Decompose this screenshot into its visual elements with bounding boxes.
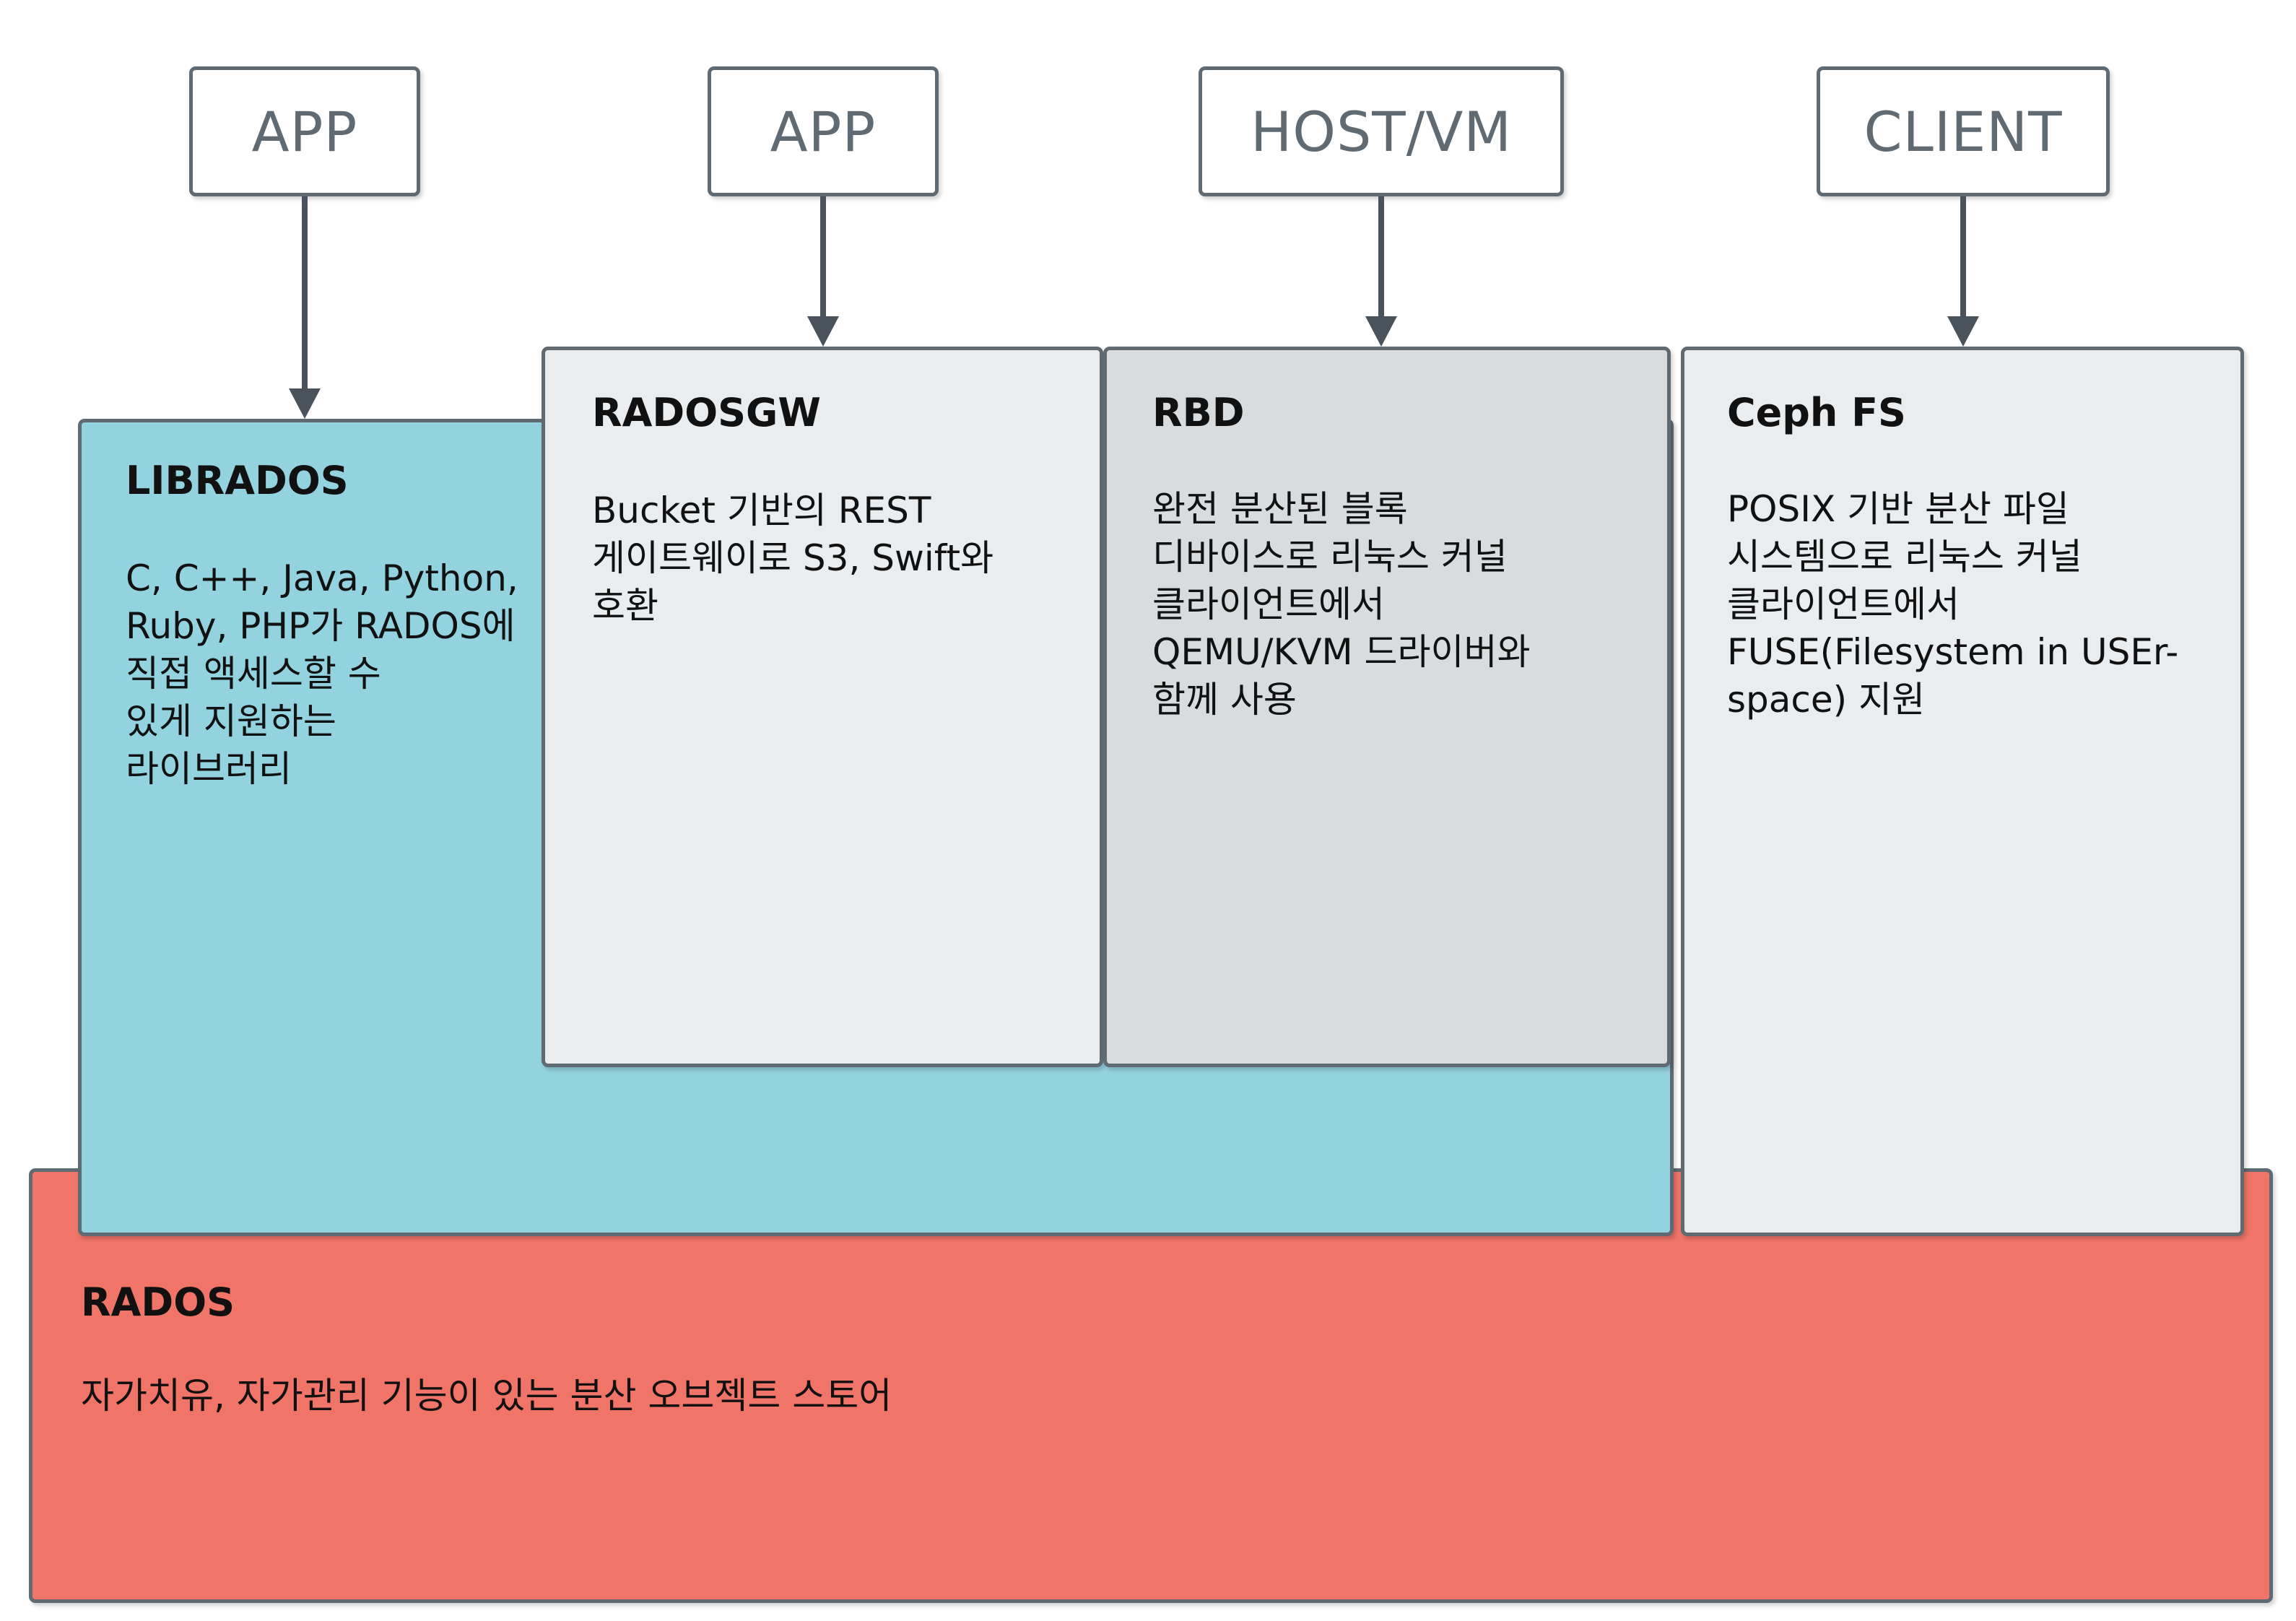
rbd-description: 완전 분산된 블록 디바이스로 리눅스 커널 클라이언트에서 QEMU/KVM … [1152,488,1531,721]
arrow-app-to-librados [302,196,308,391]
arrow-head-librados [289,388,321,419]
client-app-box-1: APP [189,66,420,196]
client-host-vm-box: HOST/VM [1199,66,1564,196]
arrow-head-cephfs [1947,316,1979,347]
rbd-layer [1103,347,1671,1067]
client-app-box-2: APP [708,66,939,196]
rados-layer [29,1168,2273,1603]
client-client-box: CLIENT [1817,66,2110,196]
rbd-title: RBD [1152,390,1245,435]
cephfs-description: POSIX 기반 분산 파일 시스템으로 리눅스 커널 클라이언트에서 FUSE… [1727,488,2179,721]
radosgw-title: RADOSGW [592,390,821,435]
arrow-head-rbd [1365,316,1397,347]
arrow-hostvm-to-rbd [1378,196,1384,319]
rados-description: 자가치유, 자가관리 기능이 있는 분산 오브젝트 스토어 [81,1375,892,1417]
cephfs-layer [1681,347,2244,1236]
arrow-app-to-radosgw [820,196,826,319]
arrow-head-radosgw [807,316,839,347]
rados-title: RADOS [81,1279,235,1325]
cephfs-title: Ceph FS [1727,390,1906,435]
radosgw-layer [542,347,1103,1067]
radosgw-description: Bucket 기반의 REST 게이트웨이로 S3, Swift와 호환 [592,490,994,627]
librados-title: LIBRADOS [126,458,349,503]
librados-description: C, C++, Java, Python, Ruby, PHP가 RADOS에 … [126,557,518,790]
arrow-client-to-cephfs [1960,196,1966,319]
